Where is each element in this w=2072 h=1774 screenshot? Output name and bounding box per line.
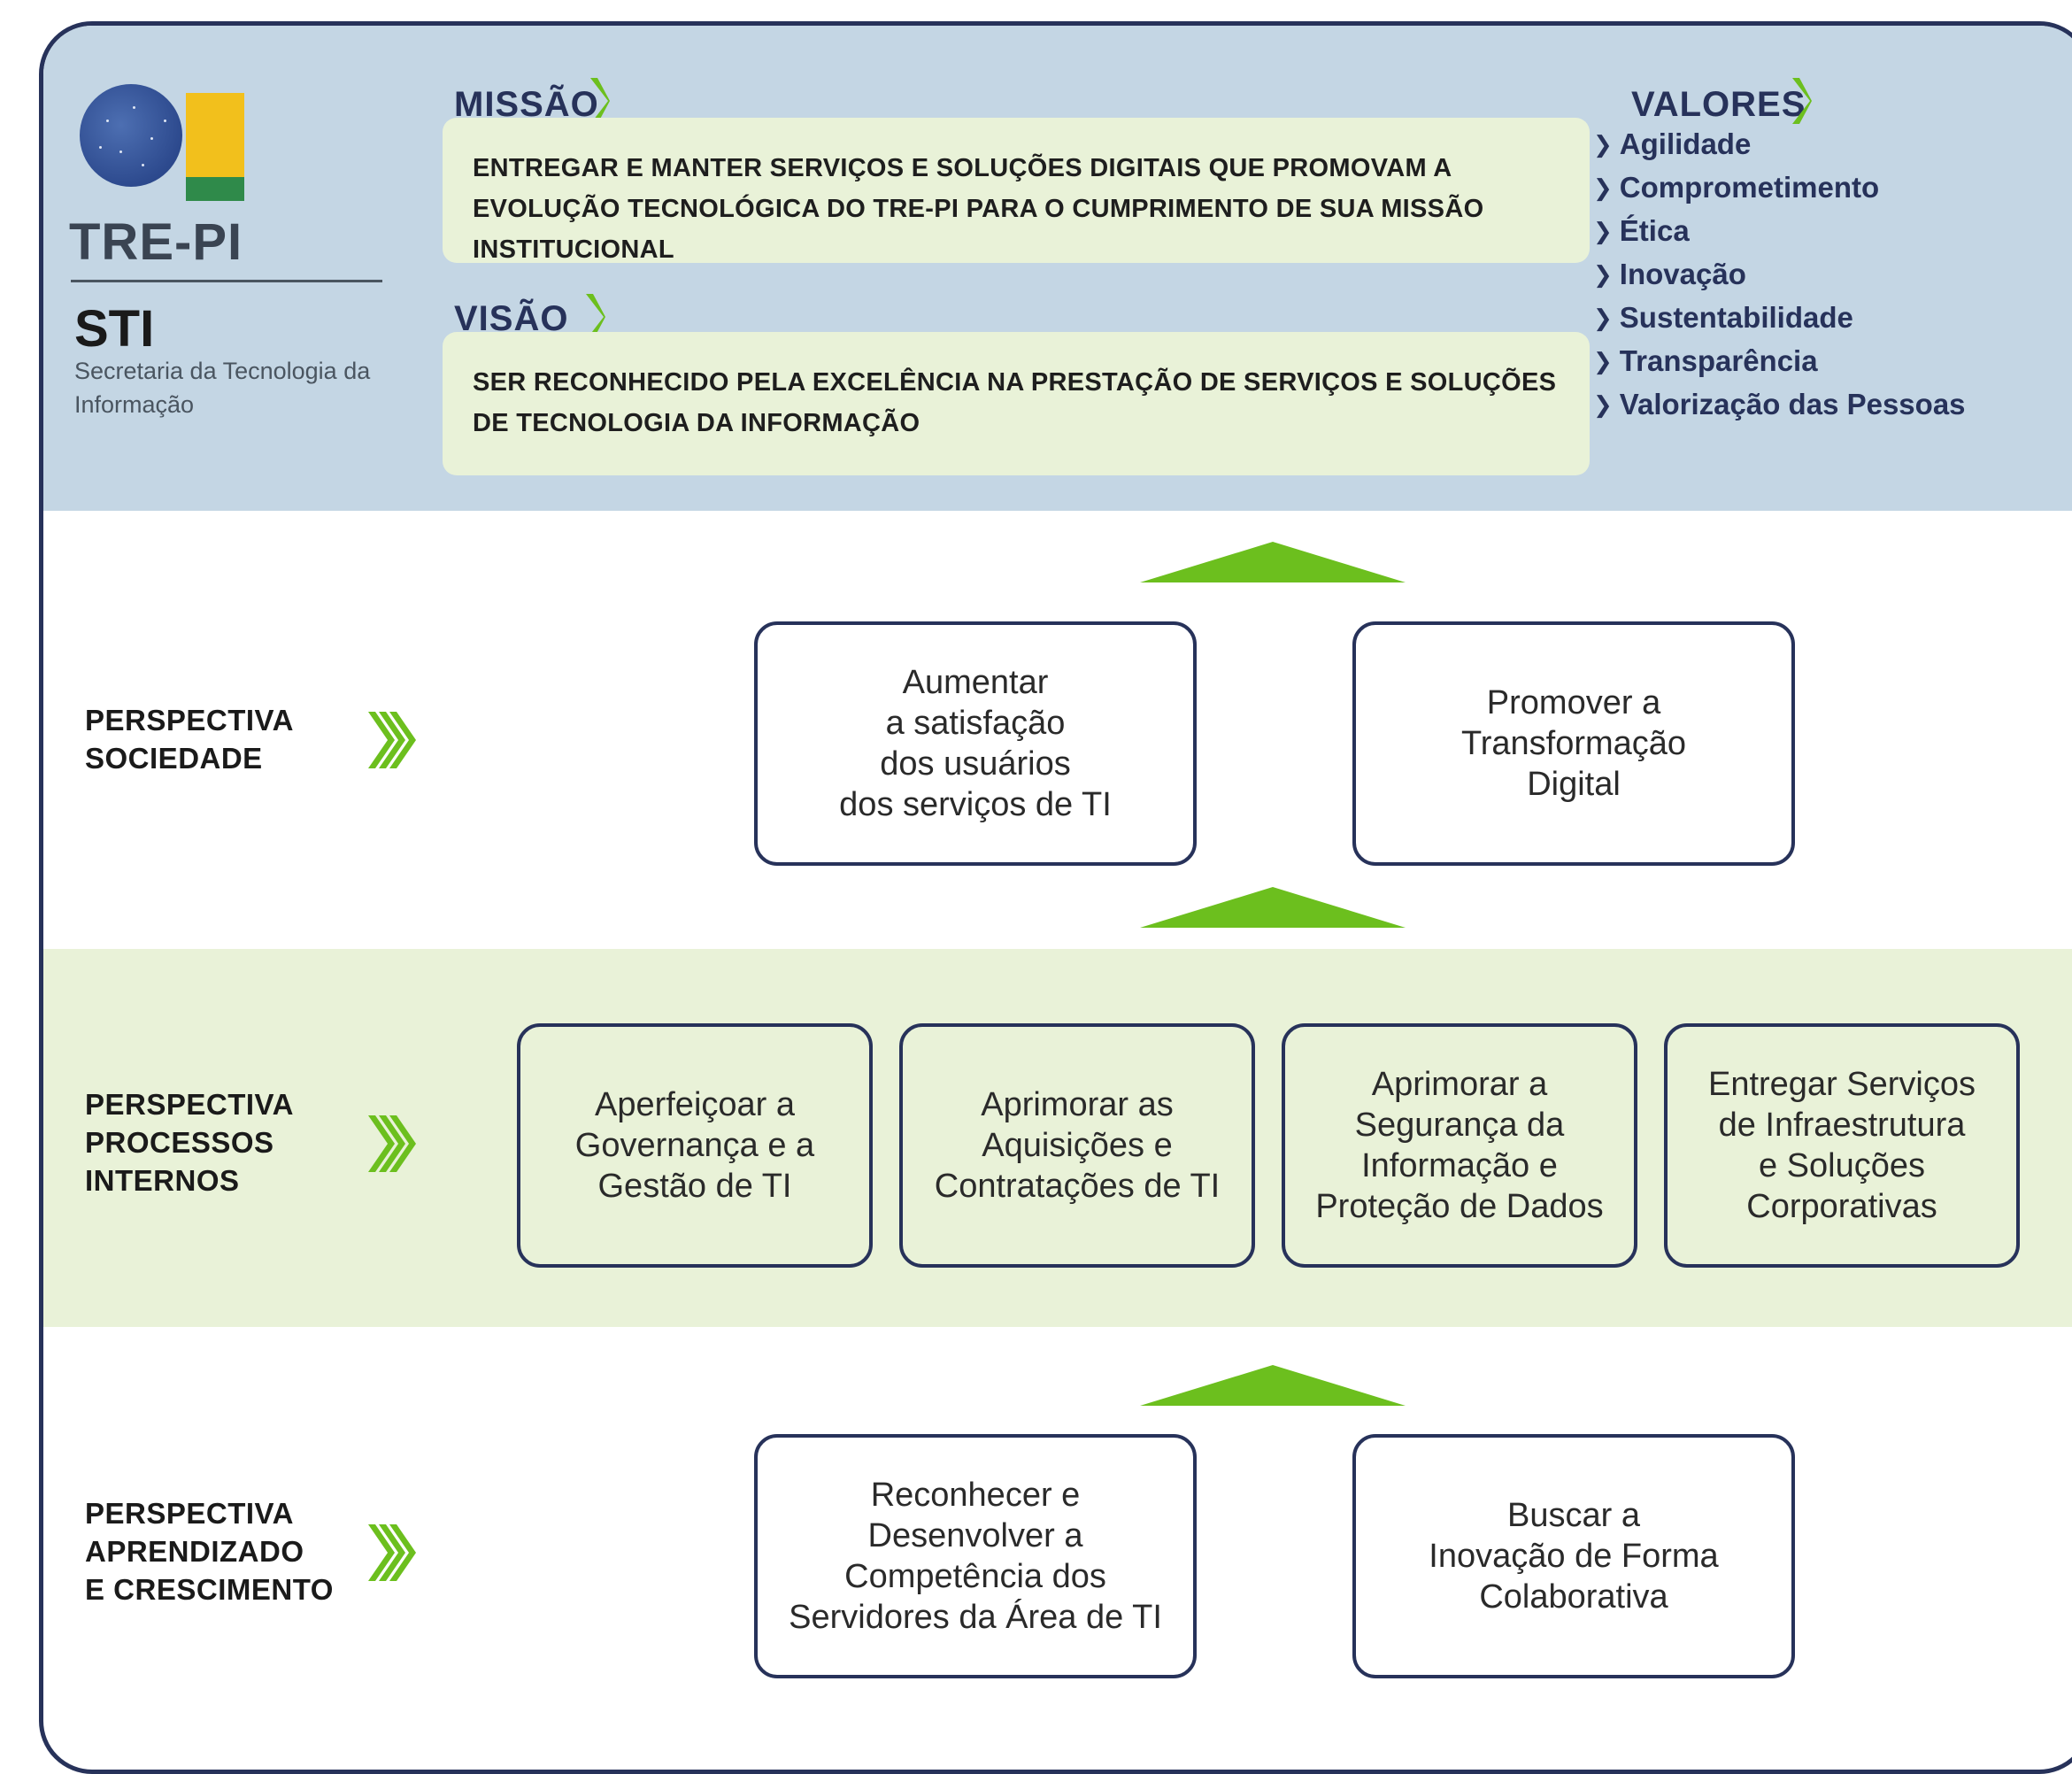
perspective-aprendizado-label: PERSPECTIVA APRENDIZADO E CRESCIMENTO [85,1497,334,1606]
missao-title: MISSÃO [454,85,599,124]
bullet-icon: ❯ [1593,261,1613,288]
valores-item: ❯Inovação [1593,252,1966,296]
objective-box: Entregar Serviços de Infraestrutura e So… [1664,1023,2020,1268]
valores-item: ❯Comprometimento [1593,166,1966,209]
missao-text: ENTREGAR E MANTER SERVIÇOS E SOLUÇÕES DI… [473,154,1484,264]
valores-title: VALORES [1631,85,1806,124]
unit-abbreviation: STI [74,300,155,358]
objective-box: Promover a Transformação Digital [1352,621,1795,866]
visao-chevron-icon [586,294,605,340]
up-arrow-2-icon [1140,887,1406,928]
missao-chevron-icon [590,78,610,124]
objective-box: Aumentar a satisfação dos usuários dos s… [754,621,1197,866]
logo-text: TRE-PI [69,213,243,271]
perspective-processos-label: PERSPECTIVA PROCESSOS INTERNOS [85,1088,294,1197]
valores-item: ❯Sustentabilidade [1593,296,1966,339]
objective-box: Aprimorar as Aquisições e Contratações d… [899,1023,1255,1268]
objective-box: Buscar a Inovação de Forma Colaborativa [1352,1434,1795,1678]
bullet-icon: ❯ [1593,131,1613,158]
valores-item: ❯Ética [1593,209,1966,252]
perspective-aprendizado-chevrons-icon [368,1524,416,1581]
objective-box: Reconhecer e Desenvolver a Competência d… [754,1434,1197,1678]
bullet-icon: ❯ [1593,218,1613,244]
unit-name: Secretaria da Tecnologia da Informação [74,358,371,418]
logo-globe-icon [80,84,182,187]
valores-item: ❯Transparência [1593,339,1966,382]
bullet-icon: ❯ [1593,174,1613,201]
logo-green-block [186,177,244,201]
objective-box: Aperfeiçoar a Governança e a Gestão de T… [517,1023,873,1268]
valores-list: ❯Agilidade ❯Comprometimento ❯Ética ❯Inov… [1593,122,1966,426]
bullet-icon: ❯ [1593,348,1613,374]
up-arrow-3-icon [1140,1365,1406,1406]
bullet-icon: ❯ [1593,391,1613,418]
valores-item: ❯Agilidade [1593,122,1966,166]
missao-text-box: ENTREGAR E MANTER SERVIÇOS E SOLUÇÕES DI… [443,118,1590,264]
bullet-icon: ❯ [1593,305,1613,331]
valores-item: ❯Valorização das Pessoas [1593,382,1966,426]
up-arrow-1-icon [1140,542,1406,582]
objective-box: Aprimorar a Segurança da Informação e Pr… [1282,1023,1637,1268]
valores-chevron-icon [1792,78,1812,124]
visao-title: VISÃO [454,299,569,338]
perspective-processos-chevrons-icon [368,1115,416,1172]
perspective-sociedade-label: PERSPECTIVA SOCIEDADE [85,704,294,775]
visao-text: SER RECONHECIDO PELA EXCELÊNCIA NA PREST… [473,368,1557,437]
visao-text-box: SER RECONHECIDO PELA EXCELÊNCIA NA PREST… [443,332,1590,475]
logo-divider [71,280,382,282]
perspective-sociedade-chevrons-icon [368,712,416,768]
